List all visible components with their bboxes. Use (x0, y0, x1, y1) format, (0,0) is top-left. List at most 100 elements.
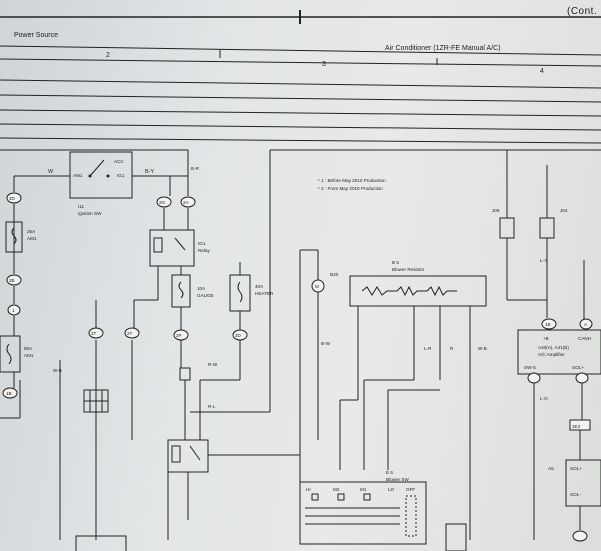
svg-text:25A: 25A (27, 229, 36, 234)
bus-lines (0, 79, 601, 144)
svg-text:AM1: AM1 (27, 236, 37, 241)
column-3: 3 (322, 61, 326, 68)
connector-9a (527, 372, 541, 384)
svg-text:2D: 2D (9, 196, 16, 201)
ignition-name: Ignition SW (78, 211, 102, 216)
connector-1b: 1B (2, 387, 18, 399)
connector-7a (575, 372, 589, 384)
svg-text:GAUGE: GAUGE (197, 293, 214, 298)
svg-text:LO: LO (388, 487, 395, 492)
svg-text:A40(A), A41(B): A40(A), A41(B) (538, 345, 569, 350)
wire-w-b-left: W-B (53, 368, 62, 373)
heater-relay (167, 439, 209, 473)
svg-text:1B: 1B (545, 322, 551, 327)
svg-text:A: A (584, 322, 588, 327)
connector-2t-a: 2T (88, 327, 104, 339)
acc-label: ACC (114, 159, 124, 164)
ignition-switch: ACC AM1 IG1 I11 Ignition SW (69, 151, 133, 216)
wire-r-l: R-L (208, 404, 216, 409)
wire-l-r: L-R (424, 346, 432, 351)
ac-amplifier: +B CANH A40(A), A41(B) A/C Amplifier SW-… (517, 329, 601, 375)
svg-text:M1: M1 (360, 487, 367, 492)
connector-ie3: 2E3 (569, 419, 591, 431)
svg-text:A5: A5 (548, 466, 554, 471)
svg-text:Blower Resistor: Blower Resistor (392, 267, 425, 272)
fuse-50a: 50A AM1 (0, 335, 34, 373)
svg-text:2G: 2G (159, 200, 166, 205)
ac-compressor: SOL+ SOL- A5 (548, 459, 601, 507)
svg-text:M2: M2 (333, 487, 340, 492)
connector-2b: 2B (6, 274, 22, 286)
note-1: * 1 : Before May 2010 Production (318, 178, 386, 183)
svg-text:SOL+: SOL+ (570, 466, 582, 471)
wire-l-o: L-O (540, 396, 548, 401)
svg-text:2A: 2A (183, 200, 190, 205)
svg-text:B 5: B 5 (392, 260, 399, 265)
wire-r: R (450, 346, 454, 351)
connector-2d: 2D (6, 192, 22, 204)
svg-text:10A: 10A (197, 286, 206, 291)
svg-text:M: M (315, 284, 319, 289)
column-4: 4 (540, 68, 544, 75)
svg-text:E 6: E 6 (386, 470, 393, 475)
section-air-conditioner: Air Conditioner (1ZR-FE Manual A/C) (385, 45, 501, 52)
svg-text:+B: +B (543, 336, 549, 341)
svg-text:CANH: CANH (578, 336, 591, 341)
svg-text:40A: 40A (255, 284, 264, 289)
fuse-40a-heater: 40A HEATER (229, 274, 274, 312)
wire-label-b-y: B-Y (145, 169, 155, 175)
svg-text:SW-S: SW-S (524, 365, 536, 370)
junction-j04: J04 (539, 208, 568, 239)
wire-r-w: R-W (208, 362, 218, 367)
note-2: * 2 : From May 2010 Production (318, 186, 383, 191)
connector-c6 (572, 530, 588, 542)
svg-text:IG1: IG1 (198, 241, 206, 246)
section-power-source: Power Source (14, 32, 58, 39)
wire-label-w: W (48, 169, 54, 175)
blower-switch: E 6 Blower SW HI M2 M1 LO OFF (299, 470, 427, 545)
am1-label: AM1 (73, 173, 83, 178)
wire-w-b: W-B (478, 346, 487, 351)
ignition-code: I11 (78, 204, 84, 209)
svg-text:Blower SW: Blower SW (386, 477, 409, 482)
connector-2d-b: 2D (232, 329, 248, 341)
cont-label: (Cont. (567, 6, 597, 17)
fuse-10a-gauge: 10A GAUGE (171, 274, 214, 308)
svg-text:50A: 50A (24, 346, 33, 351)
connector-1-left: 1 (7, 304, 21, 316)
svg-text:2D: 2D (235, 333, 242, 338)
svg-text:1: 1 (12, 308, 15, 313)
junction-box-small (179, 367, 191, 381)
blower-resistor: B 5 Blower Resistor (349, 260, 487, 307)
svg-text:HI: HI (306, 487, 311, 492)
wire-label-b-r: B-R (191, 166, 200, 171)
svg-text:2E3: 2E3 (572, 424, 581, 429)
svg-text:AM1: AM1 (24, 353, 34, 358)
blower-motor: M B20 (311, 272, 339, 293)
connector-a-amp: A (579, 318, 593, 330)
svg-text:J06: J06 (492, 208, 500, 213)
fuse-25a: 25A AM1 (5, 221, 37, 253)
ig1-label: IG1 (117, 173, 125, 178)
svg-text:1B: 1B (6, 391, 12, 396)
svg-text:SOL+: SOL+ (572, 365, 584, 370)
connector-2p: 2P (173, 329, 189, 341)
svg-text:HEATER: HEATER (255, 291, 274, 296)
connector-2a: 2A (180, 196, 196, 208)
ig1-relay: IG1 Relay (149, 208, 210, 267)
svg-text:A/C Amplifier: A/C Amplifier (538, 352, 565, 357)
svg-text:B20: B20 (330, 272, 339, 277)
svg-text:2T: 2T (127, 331, 133, 336)
column-2: 2 (106, 52, 110, 59)
connector-1b-amp: 1B (541, 318, 557, 330)
wire-b-w-motor: B-W (321, 341, 331, 346)
svg-text:Relay: Relay (198, 248, 210, 253)
junction-j06: J06 (492, 208, 515, 239)
svg-text:2T: 2T (91, 331, 97, 336)
connector-2t-b: 2T (124, 327, 140, 339)
svg-text:2P: 2P (176, 333, 182, 338)
junction-connector-2b (83, 389, 109, 413)
svg-text:2B: 2B (9, 278, 15, 283)
